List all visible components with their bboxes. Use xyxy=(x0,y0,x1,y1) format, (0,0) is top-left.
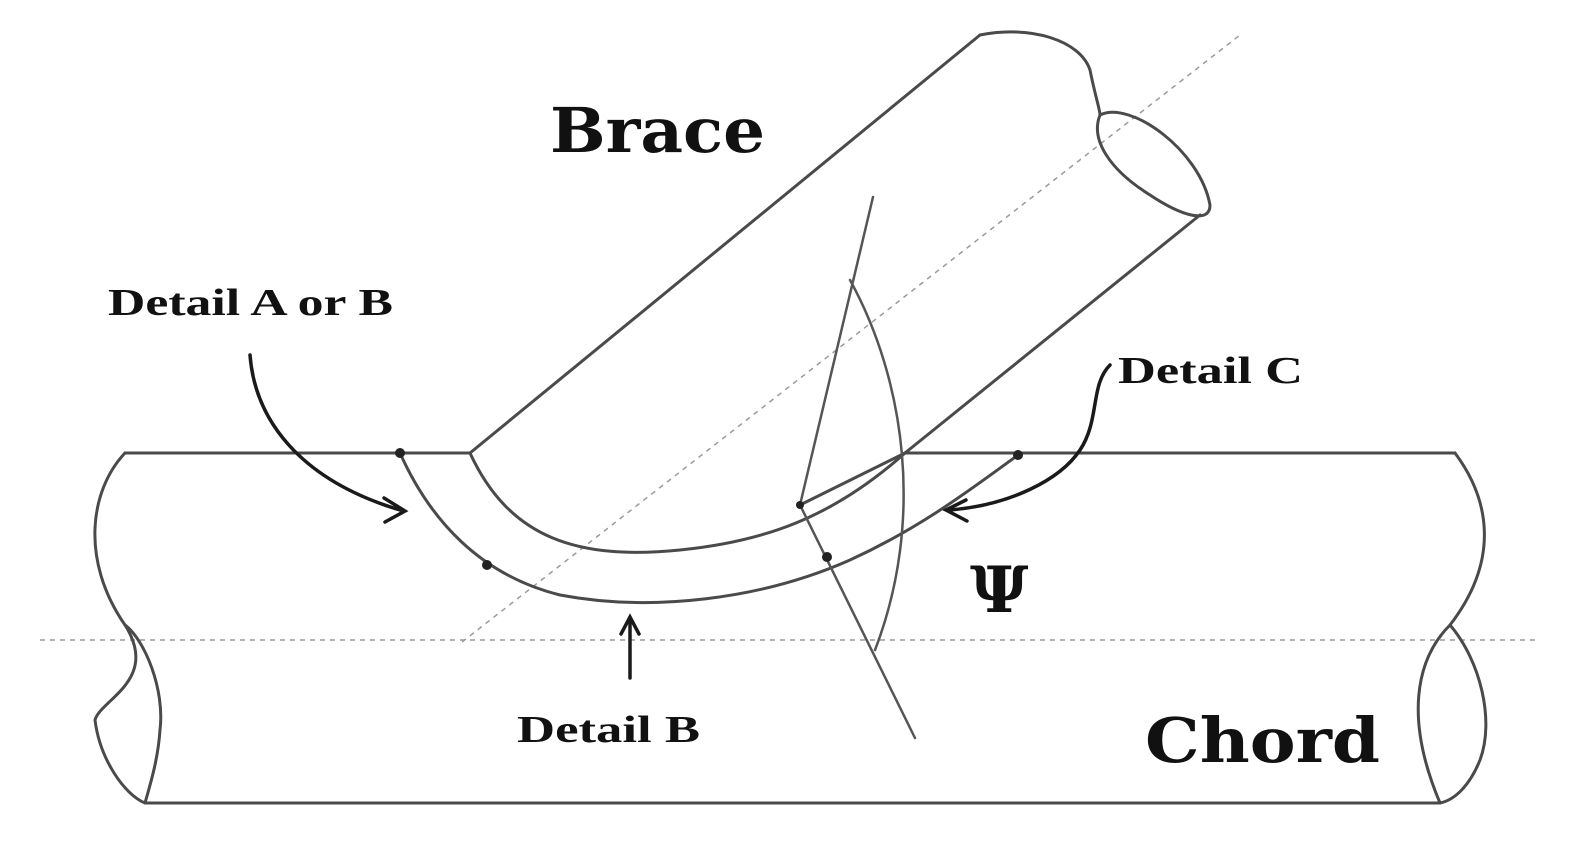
chord-tube xyxy=(93,451,1488,805)
weld-point-left-lower xyxy=(482,560,492,570)
chord-left-break xyxy=(93,451,147,805)
arrow-detail-c-head xyxy=(942,498,969,523)
brace-right-edge xyxy=(903,213,1202,455)
brace-left-edge xyxy=(468,33,982,455)
weld-point-right-top xyxy=(1013,450,1023,460)
arrow-detail-b-head xyxy=(619,613,641,636)
label-detail-b: Detail B xyxy=(517,709,700,751)
brace-intersection-inner-curve xyxy=(468,451,907,554)
brace-end-ellipse xyxy=(1095,110,1212,218)
weld-point-intersection xyxy=(796,501,804,509)
arrow-detail-a-or-b xyxy=(248,353,402,512)
psi-reference-line-2 xyxy=(798,503,917,740)
label-detail-a-or-b: Detail A or B xyxy=(108,282,393,324)
chord-right-break-end xyxy=(1438,623,1488,805)
label-brace: Brace xyxy=(550,94,765,167)
label-psi-angle: Ψ xyxy=(970,553,1029,628)
chord-left-break-inner xyxy=(123,623,163,805)
psi-angle-arc xyxy=(848,278,905,652)
brace-axis-line xyxy=(461,34,1241,643)
arrow-detail-a-or-b-head xyxy=(382,496,409,524)
weld-point-right-lower xyxy=(822,552,832,562)
weld-point-left-top xyxy=(395,448,405,458)
brace-tube xyxy=(468,30,1212,554)
label-detail-c: Detail C xyxy=(1118,350,1303,392)
label-chord: Chord xyxy=(1145,704,1380,777)
arrow-detail-c xyxy=(948,363,1112,512)
psi-reference-line-1 xyxy=(798,195,875,507)
brace-right-edge-lower xyxy=(798,451,907,507)
brace-end-top xyxy=(978,30,1102,117)
weld-toe-outer-curve xyxy=(398,451,1020,604)
